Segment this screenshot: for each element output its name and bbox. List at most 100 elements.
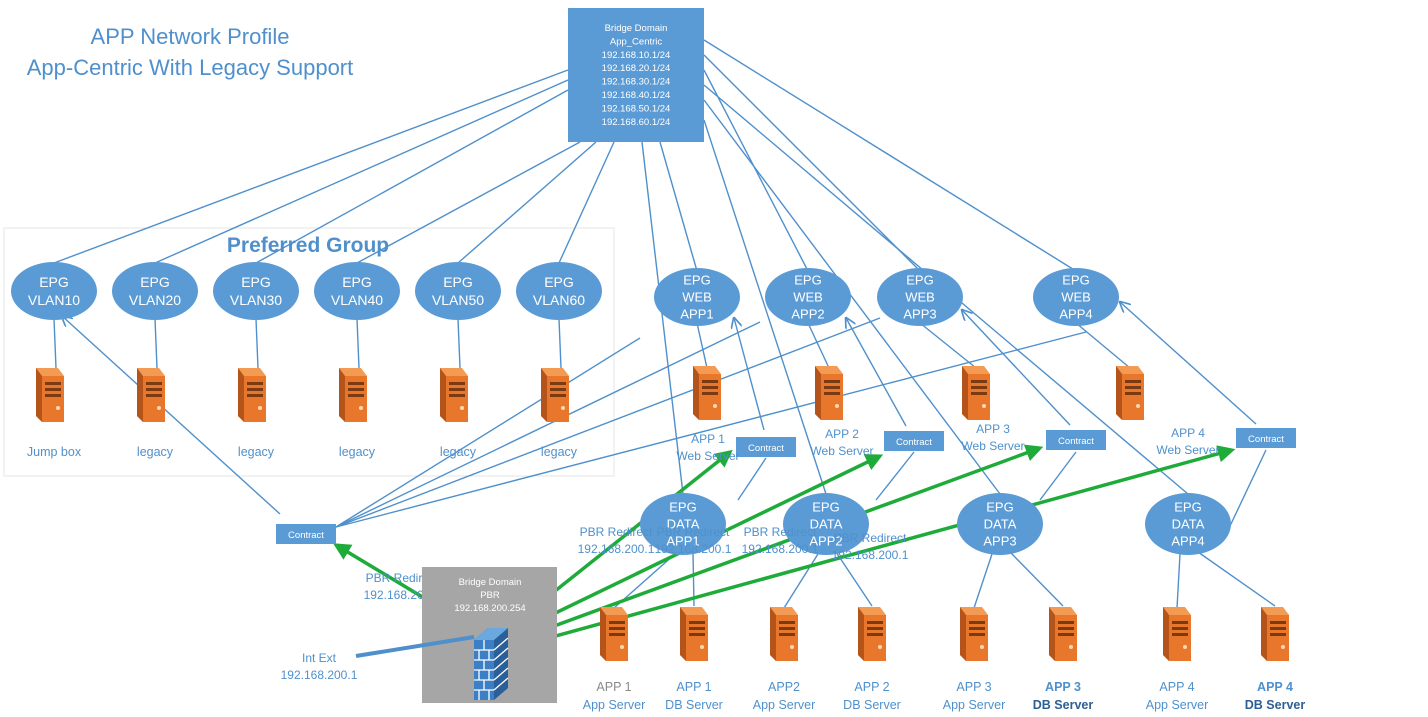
web-server-type-label: Web Server bbox=[810, 444, 873, 458]
server-icon[interactable] bbox=[238, 368, 266, 422]
server-icon[interactable] bbox=[1163, 607, 1191, 661]
bridge-domain-app-line: 192.168.50.1/24 bbox=[602, 103, 671, 114]
vlan-server-label: Jump box bbox=[27, 445, 82, 459]
server-icon[interactable] bbox=[815, 366, 843, 420]
bridge-domain-app-line: App_Centric bbox=[610, 36, 663, 47]
epg-label: EPG bbox=[986, 500, 1013, 515]
epg-label: WEB bbox=[905, 290, 935, 305]
server-icon[interactable] bbox=[960, 607, 988, 661]
pbr-redirect-ip: 192.168.200.1 bbox=[742, 542, 819, 556]
epg-label: EPG bbox=[544, 274, 574, 290]
contract-box bbox=[276, 524, 336, 544]
bottom-server-app-label: APP 3 bbox=[956, 680, 991, 694]
epg-label: EPG bbox=[669, 500, 696, 515]
bottom-server-app-label: APP 1 bbox=[676, 680, 711, 694]
epg-ellipse bbox=[314, 262, 400, 320]
server-icon[interactable] bbox=[680, 607, 708, 661]
bottom-server-type-label: App Server bbox=[1146, 698, 1209, 712]
pbr-redirect-ip: 192.168.200.1 bbox=[832, 548, 909, 562]
epg-label: DATA bbox=[984, 517, 1017, 532]
epg-label: EPG bbox=[812, 500, 839, 515]
bridge-domain-app-line: 192.168.30.1/24 bbox=[602, 77, 671, 88]
epg-label: EPG bbox=[342, 274, 372, 290]
epg-ellipse bbox=[783, 493, 869, 555]
epg-label: APP4 bbox=[1171, 534, 1204, 549]
epg-label: EPG bbox=[1174, 500, 1201, 515]
web-server-app-label: APP 3 bbox=[976, 422, 1010, 436]
pbr-redirect-label: PBR Redirect bbox=[580, 525, 653, 539]
server-icon[interactable] bbox=[1261, 607, 1289, 661]
bridge-domain-app-line: 192.168.60.1/24 bbox=[602, 117, 671, 128]
epg-ellipse bbox=[654, 268, 740, 326]
web-server-type-label: Web Server bbox=[1156, 443, 1219, 457]
bottom-server-type-label: DB Server bbox=[843, 698, 901, 712]
epg-vlan-1[interactable]: EPG VLAN10 bbox=[11, 262, 97, 320]
server-icon[interactable] bbox=[1049, 607, 1077, 661]
epg-label: DATA bbox=[667, 517, 700, 532]
bottom-server-type-label: DB Server bbox=[1033, 698, 1094, 712]
contract-2[interactable]: Contract bbox=[736, 437, 796, 457]
bottom-server-app-label: APP 4 bbox=[1159, 680, 1194, 694]
epg-label: WEB bbox=[793, 290, 823, 305]
server-icon[interactable] bbox=[440, 368, 468, 422]
contract-label: Contract bbox=[288, 530, 324, 541]
server-icon[interactable] bbox=[137, 368, 165, 422]
epg-ellipse bbox=[765, 268, 851, 326]
epg-label: EPG bbox=[1062, 273, 1089, 288]
server-icon[interactable] bbox=[600, 607, 628, 661]
epg-ellipse bbox=[213, 262, 299, 320]
bottom-server-app-label: APP 3 bbox=[1045, 680, 1081, 694]
epg-label: EPG bbox=[39, 274, 69, 290]
contract-4[interactable]: Contract bbox=[1046, 430, 1106, 450]
epg-label: EPG bbox=[683, 273, 710, 288]
contract-3[interactable]: Contract bbox=[884, 431, 944, 451]
bottom-server-type-label: App Server bbox=[753, 698, 816, 712]
contract-1[interactable]: Contract bbox=[276, 524, 336, 544]
epg-label: VLAN10 bbox=[28, 292, 80, 308]
vlan-server-label: legacy bbox=[440, 445, 477, 459]
epg-ellipse bbox=[112, 262, 198, 320]
contract-box bbox=[736, 437, 796, 457]
server-icon[interactable] bbox=[693, 366, 721, 420]
server-icon[interactable] bbox=[339, 368, 367, 422]
bottom-server-app-label: APP2 bbox=[768, 680, 800, 694]
epg-label: EPG bbox=[140, 274, 170, 290]
epg-ellipse bbox=[877, 268, 963, 326]
title-line-1: APP Network Profile bbox=[91, 24, 290, 49]
epg-label: DATA bbox=[810, 517, 843, 532]
server-icon[interactable] bbox=[858, 607, 886, 661]
epg-label: WEB bbox=[682, 290, 712, 305]
bridge-domain-app-centric[interactable]: Bridge DomainApp_Centric192.168.10.1/241… bbox=[568, 8, 704, 142]
int-ext-ip: 192.168.200.1 bbox=[281, 668, 358, 682]
vlan-server-label: legacy bbox=[137, 445, 174, 459]
server-icon[interactable] bbox=[541, 368, 569, 422]
bridge-domain-app-line: 192.168.40.1/24 bbox=[602, 90, 671, 101]
server-icon[interactable] bbox=[962, 366, 990, 420]
server-icon[interactable] bbox=[36, 368, 64, 422]
epg-ellipse bbox=[415, 262, 501, 320]
bottom-server-app-label: APP 2 bbox=[854, 680, 889, 694]
epg-ellipse bbox=[11, 262, 97, 320]
vlan-server-label: legacy bbox=[339, 445, 376, 459]
server-icon[interactable] bbox=[770, 607, 798, 661]
bottom-server-type-label: DB Server bbox=[665, 698, 723, 712]
server-icon[interactable] bbox=[1116, 366, 1144, 420]
contract-5[interactable]: Contract bbox=[1236, 428, 1296, 448]
int-ext-label: Int Ext 192.168.200.1 bbox=[281, 635, 475, 682]
web-server-app-label: APP 1 bbox=[691, 432, 725, 446]
